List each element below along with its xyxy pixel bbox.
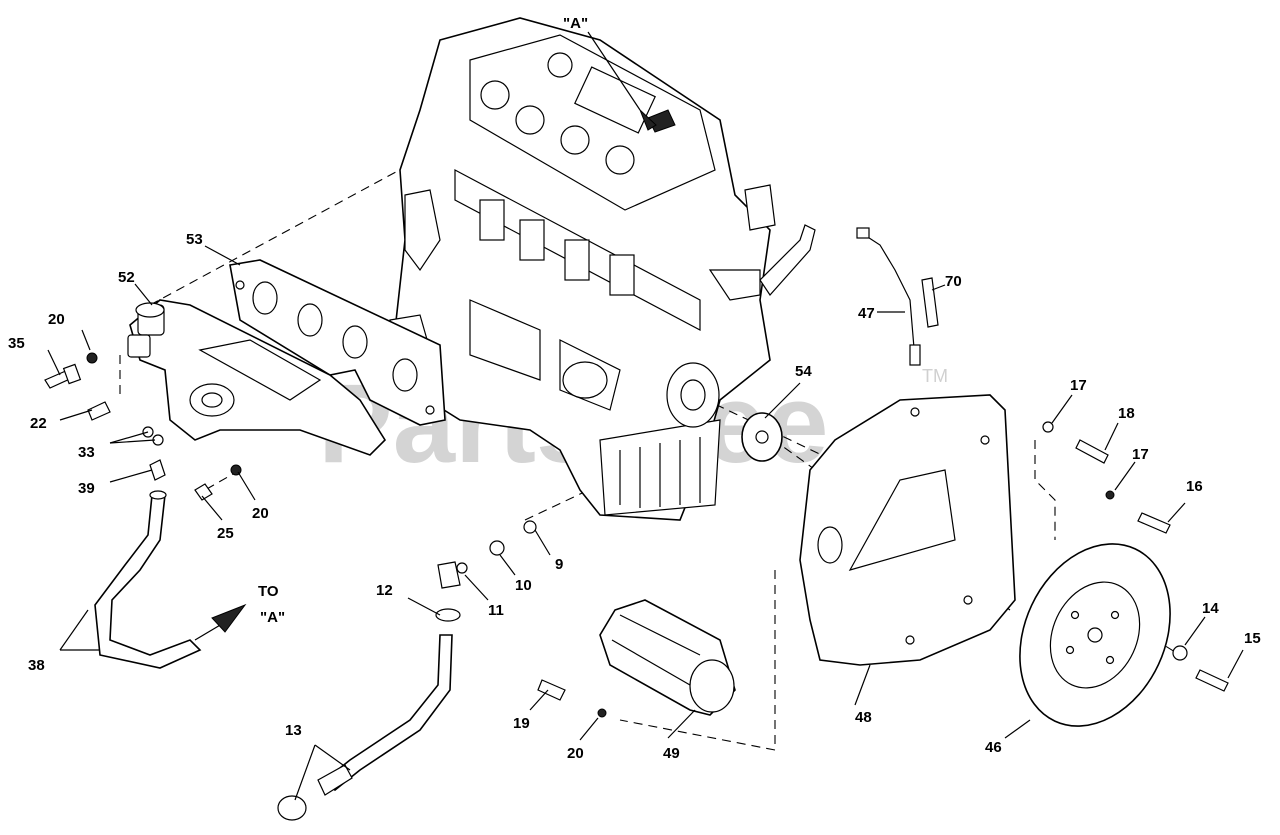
callout-53: 53	[186, 231, 203, 248]
callout-49: 49	[663, 745, 680, 762]
callout-16: 16	[1186, 478, 1203, 495]
callout-48: 48	[855, 709, 872, 726]
callout-20-bottom: 20	[567, 745, 584, 762]
a-pointer-arrowhead	[639, 109, 657, 131]
callout-labels: "A" TO "A" 53 52 20 35 22 33 39 25 20 38…	[8, 15, 1261, 762]
oil-fittings	[437, 520, 537, 589]
engine-block	[389, 17, 816, 521]
callout-12: 12	[376, 582, 393, 599]
flywheel-housing-48	[799, 394, 1016, 666]
callout-17-mid: 17	[1132, 446, 1149, 463]
exhaust-gasket-53	[229, 259, 446, 426]
callout-14: 14	[1202, 600, 1219, 617]
callout-a-bottom: "A"	[260, 609, 285, 626]
starter-motor-49	[537, 599, 736, 718]
callout-20-top: 20	[48, 311, 65, 328]
callout-15: 15	[1244, 630, 1261, 647]
callout-39: 39	[78, 480, 95, 497]
callout-33: 33	[78, 444, 95, 461]
flange-plate-54	[741, 412, 783, 462]
callout-11: 11	[488, 602, 504, 619]
callout-47: 47	[858, 305, 875, 322]
callout-10: 10	[515, 577, 532, 594]
callout-20-mid: 20	[252, 505, 269, 522]
callout-25: 25	[217, 525, 234, 542]
callout-54: 54	[795, 363, 812, 380]
sensor-wire-47	[856, 227, 939, 366]
callout-70: 70	[945, 273, 962, 290]
watermark-trademark: TM	[922, 366, 948, 386]
callout-22: 22	[30, 415, 47, 432]
flywheel-46	[1019, 543, 1171, 727]
to-a-arrow	[194, 603, 247, 641]
leader-lines	[47, 31, 1244, 801]
callout-a-top: "A"	[563, 15, 588, 32]
coolant-hose-38	[94, 490, 202, 669]
drain-hose-13	[277, 608, 461, 821]
callout-19: 19	[513, 715, 530, 732]
callout-17-top: 17	[1070, 377, 1087, 394]
callout-52: 52	[118, 269, 135, 286]
exhaust-manifold-52	[127, 299, 387, 456]
callout-46: 46	[985, 739, 1002, 756]
left-fasteners	[44, 352, 242, 501]
callout-9: 9	[555, 556, 563, 573]
callout-35: 35	[8, 335, 25, 352]
callout-to: TO	[258, 583, 279, 600]
callout-18: 18	[1118, 405, 1135, 422]
right-fasteners	[1042, 421, 1229, 692]
callout-13: 13	[285, 722, 302, 739]
callout-38: 38	[28, 657, 45, 674]
